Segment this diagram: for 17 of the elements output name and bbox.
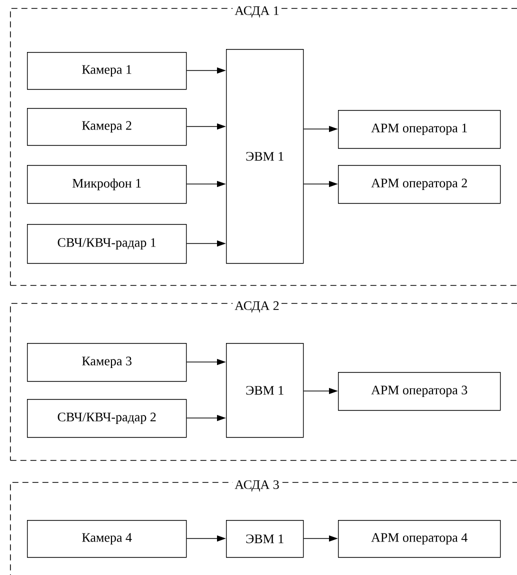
process-box: ЭВМ 1: [226, 520, 304, 558]
process-box: ЭВМ 1: [226, 343, 304, 438]
process-box: СВЧ/КВЧ-радар 2: [27, 399, 187, 438]
process-box: АРМ оператора 3: [338, 372, 501, 411]
process-box: АРМ оператора 2: [338, 165, 501, 204]
group-title: АСДА 3: [232, 478, 282, 494]
group-title: АСДА 2: [232, 299, 282, 315]
process-box: АРМ оператора 1: [338, 110, 501, 149]
process-box: Микрофон 1: [27, 165, 187, 204]
process-box: Камера 4: [27, 520, 187, 558]
process-box: АРМ оператора 4: [338, 520, 501, 558]
process-box: ЭВМ 1: [226, 49, 304, 264]
process-box: Камера 2: [27, 108, 187, 146]
process-box: СВЧ/КВЧ-радар 1: [27, 224, 187, 264]
group-title: АСДА 1: [232, 4, 282, 20]
process-box: Камера 3: [27, 343, 187, 382]
process-box: Камера 1: [27, 52, 187, 90]
